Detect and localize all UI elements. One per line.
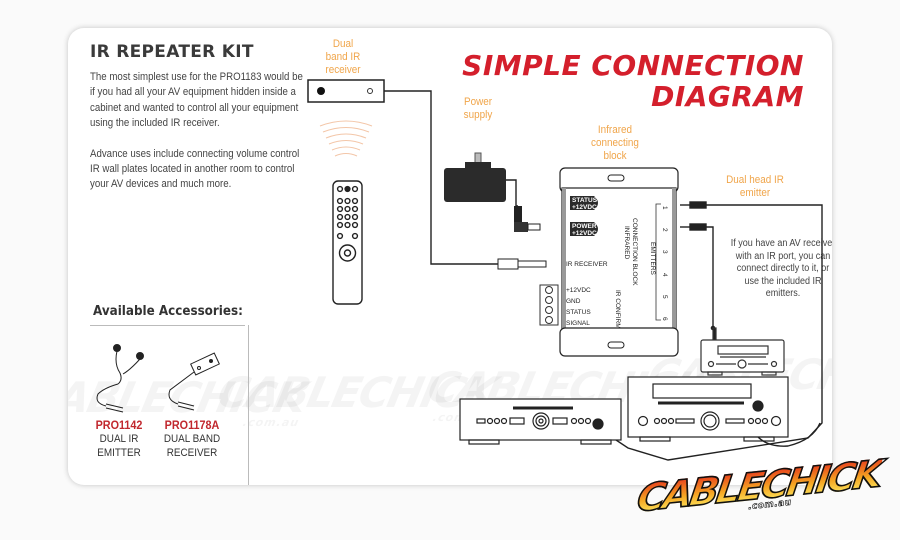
status-led-voltage: +12VDC xyxy=(572,204,597,211)
diagram-title-line-1: SIMPLE CONNECTION xyxy=(462,49,804,82)
dual-band-receiver-icon xyxy=(168,352,220,411)
power-supply-adapter-icon xyxy=(444,152,541,232)
accessory-desc-line: EMITTER xyxy=(97,447,141,459)
emitter-port-2: 2 xyxy=(661,228,668,232)
emitters-label: EMITTERS xyxy=(649,242,656,276)
ir-signal-waves-icon xyxy=(319,120,373,157)
block-vertical-subtitle: CONNECTION BLOCK xyxy=(631,218,638,286)
kit-paragraph-1: The most simplest use for the PRO1183 wo… xyxy=(90,71,303,130)
power-led-voltage: +12VDC xyxy=(572,230,597,237)
label-connecting-block: Infrared connecting block xyxy=(586,124,644,163)
label-line: receiver xyxy=(325,64,361,76)
label-receiver: Dual band IR receiver xyxy=(321,38,366,77)
diagram-title-line-2: DIAGRAM xyxy=(651,80,804,113)
terminal-label: STATUS xyxy=(566,309,591,316)
accessory-desc-line: DUAL IR xyxy=(99,433,139,445)
power-led-label: POWER xyxy=(572,223,597,230)
dual-ir-emitter-icon xyxy=(96,344,144,413)
label-line: Power xyxy=(463,96,493,108)
accessories-vertical-divider xyxy=(248,325,249,485)
emitter-port-6: 6 xyxy=(661,317,668,321)
av-receiver-small xyxy=(700,327,785,376)
accessory-desc-line: RECEIVER xyxy=(166,447,218,459)
kit-paragraph-2: Advance uses include connecting volume c… xyxy=(90,147,300,191)
label-line: band IR xyxy=(325,51,361,63)
status-led-label: STATUS xyxy=(572,197,598,204)
ir-receiver-port-label: IR RECEIVER xyxy=(566,261,608,268)
terminal-label: GND xyxy=(566,298,581,305)
connection-drawing: STATUS +12VDC POWER +12VDC IR RECEIVER +… xyxy=(96,79,823,461)
terminal-label: +12VDC xyxy=(566,287,591,294)
kit-description: The most simplest use for the PRO1183 wo… xyxy=(90,70,310,208)
ir-receiver-jack xyxy=(497,258,547,270)
label-line: Dual xyxy=(332,38,354,50)
label-line: Infrared xyxy=(597,124,633,136)
label-line: connecting xyxy=(591,137,639,149)
accessory-item: PRO1142 DUAL IR EMITTER xyxy=(83,418,155,460)
emitter-port-1: 1 xyxy=(661,206,668,210)
label-line: Dual head IR xyxy=(726,174,784,186)
receiver-cable xyxy=(384,90,508,265)
kit-title: IR REPEATER KIT xyxy=(90,42,254,62)
av-player-left xyxy=(459,398,622,445)
accessories-divider xyxy=(90,325,245,326)
block-vertical-title: INFRARED xyxy=(623,226,630,260)
accessories-title: Available Accessories: xyxy=(93,304,243,319)
diagram-title: SIMPLE CONNECTION DIAGRAM xyxy=(462,50,804,112)
accessory-desc-line: DUAL BAND xyxy=(163,433,221,445)
label-power-supply: Power supply xyxy=(456,96,501,122)
accessory-item: PRO1178A DUAL BAND RECEIVER xyxy=(156,418,228,460)
ir-receiver-device xyxy=(307,79,385,103)
label-emitter: Dual head IR emitter xyxy=(715,174,796,200)
emitter-port-5: 5 xyxy=(661,295,668,299)
av-receiver-large xyxy=(627,376,789,442)
accessory-code: PRO1178A xyxy=(164,418,220,432)
label-line: block xyxy=(603,150,627,162)
av-receiver-note: If you have an AV receiver with an IR po… xyxy=(730,238,832,299)
remote-control-icon xyxy=(332,180,363,305)
accessory-code: PRO1142 xyxy=(95,418,143,432)
emitter-port-3: 3 xyxy=(661,250,668,254)
emitter-port-4: 4 xyxy=(661,273,668,277)
label-line: supply xyxy=(463,109,493,121)
ir-confirm-label: IR CONFIRM xyxy=(614,290,621,329)
label-line: emitter xyxy=(739,187,771,199)
ir-connecting-block xyxy=(539,167,679,357)
diagram-card: CABLECHICK.com.au CABLECHICK.com.au CABL… xyxy=(68,28,832,485)
terminal-label: SIGNAL xyxy=(566,320,590,327)
